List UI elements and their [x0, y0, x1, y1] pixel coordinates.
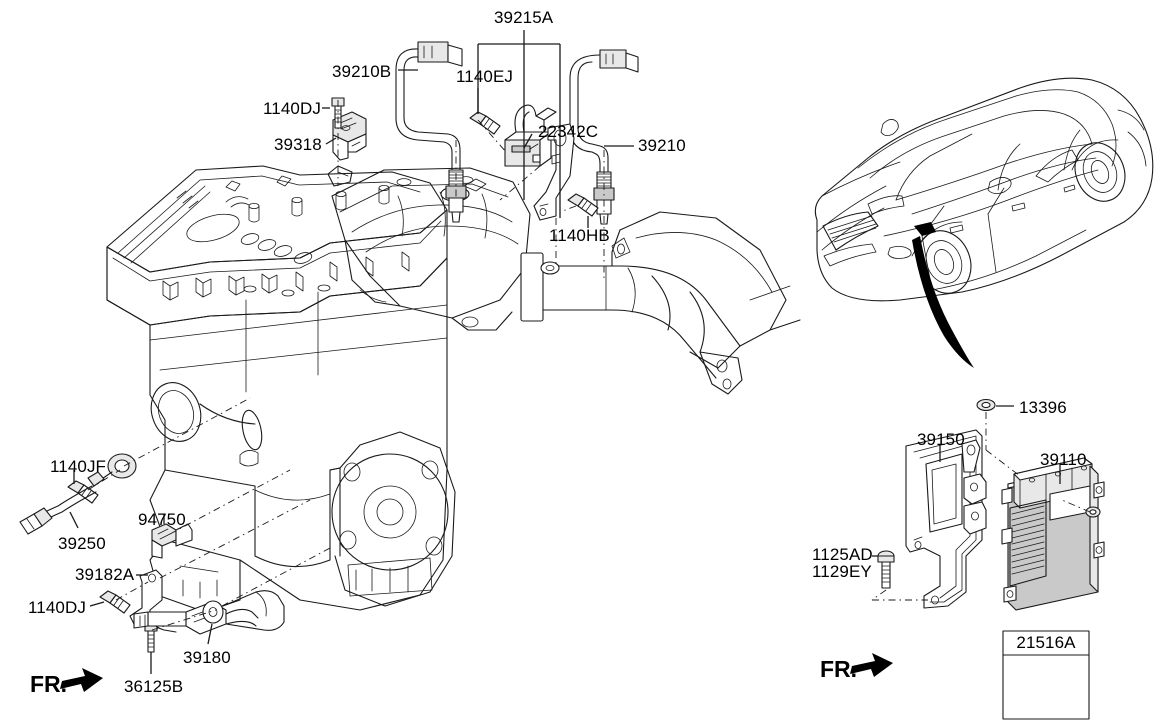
vehicle-illustration: [814, 77, 1154, 368]
nut-ecu-right: [1085, 506, 1101, 518]
front-marker-right-label: FR.: [820, 656, 858, 682]
inset-box-part-number: 21516A: [1016, 633, 1076, 652]
label-39182a: 39182A: [75, 565, 135, 584]
label-39210: 39210: [638, 136, 686, 155]
bolt-1125ad-1129ey: [877, 550, 895, 589]
bolt-1140ej: [469, 111, 501, 135]
label-39250: 39250: [58, 534, 106, 553]
front-marker-left-label: FR.: [30, 671, 68, 697]
label-36125b: 36125B: [124, 677, 184, 696]
label-39318: 39318: [274, 135, 322, 154]
exhaust-front-pipe-illustration: [520, 211, 801, 395]
assembly-centerlines: [87, 100, 1091, 631]
ecu-bracket-part: [905, 429, 987, 609]
engine-control-module-part: [1001, 457, 1105, 611]
label-1125ad: 1125AD: [812, 545, 873, 564]
front-arrow-right: [850, 653, 893, 677]
front-arrow-left: [60, 668, 103, 692]
label-1129ey: 1129EY: [812, 562, 872, 581]
label-13396: 13396: [1019, 398, 1067, 417]
label-39110: 39110: [1040, 450, 1087, 469]
exhaust-manifold-illustration: [327, 165, 531, 331]
label-39180: 39180: [183, 648, 231, 667]
bolt-1140hb: [567, 193, 599, 217]
label-94750: 94750: [138, 510, 186, 529]
label-1140dj-bottom: 1140DJ: [28, 598, 86, 617]
label-1140ej: 1140EJ: [456, 67, 513, 86]
oil-pressure-switch-part: [151, 523, 193, 559]
engine-assembly-illustration: [106, 165, 456, 613]
clip-and-bracket-part: [504, 104, 575, 221]
oxygen-sensor-lower-part: [569, 49, 639, 225]
label-1140jf: 1140JF: [50, 457, 107, 476]
label-22342c: 22342C: [538, 122, 599, 141]
label-39210b: 39210B: [332, 62, 392, 81]
bolt-36125b: [144, 622, 158, 653]
knock-sensor-part: [19, 453, 137, 535]
nut-13396: [976, 398, 996, 412]
leader-lines: [69, 30, 1061, 674]
label-1140hb: 1140HB: [549, 226, 610, 245]
bolt-1140jf: [67, 480, 99, 504]
label-39150: 39150: [917, 430, 965, 449]
label-39215a: 39215A: [494, 8, 554, 27]
label-1140dj-top: 1140DJ: [263, 99, 321, 118]
bolt-1140dj-bottom: [99, 590, 131, 614]
inset-box-21516a: [1002, 630, 1090, 720]
